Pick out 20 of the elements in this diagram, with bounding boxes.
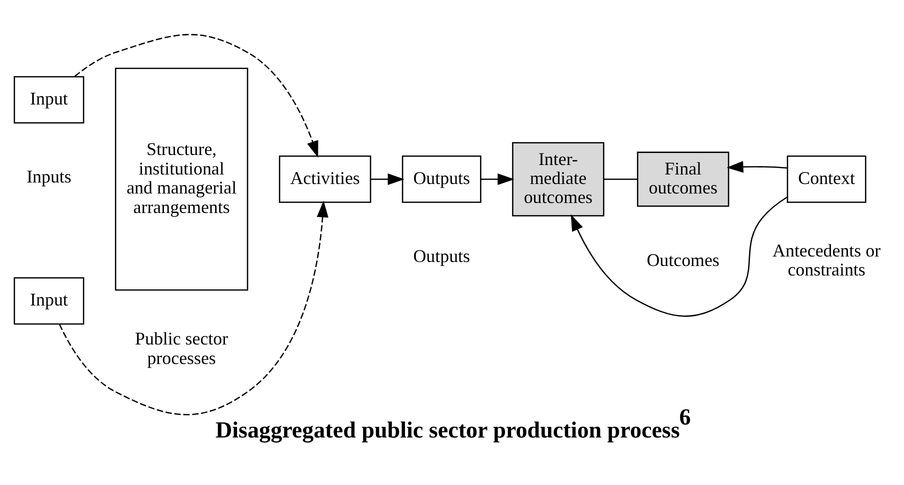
label: Public sector processes [134,328,228,368]
connector [603,178,638,180]
arrow [74,34,318,158]
arrow [58,200,328,416]
arrow [480,173,514,186]
arrow [370,173,404,186]
label: Inputs [26,166,71,187]
node-box: Inter- mediate outcomes [512,142,604,216]
label: Antecedents or constraints [772,240,880,280]
label: Outcomes [646,250,719,270]
arrow [570,196,788,317]
node-box: Input [13,76,84,124]
node-box: Context [786,156,866,203]
arrow [726,161,787,173]
label: Outputs [412,246,470,266]
node-box: Final outcomes [636,152,729,207]
node-box: Structure, institutional and managerial arrangements [114,68,248,291]
node-box: Outputs [401,156,481,203]
node-box: Activities [278,156,371,203]
node-box: Input [13,277,84,325]
